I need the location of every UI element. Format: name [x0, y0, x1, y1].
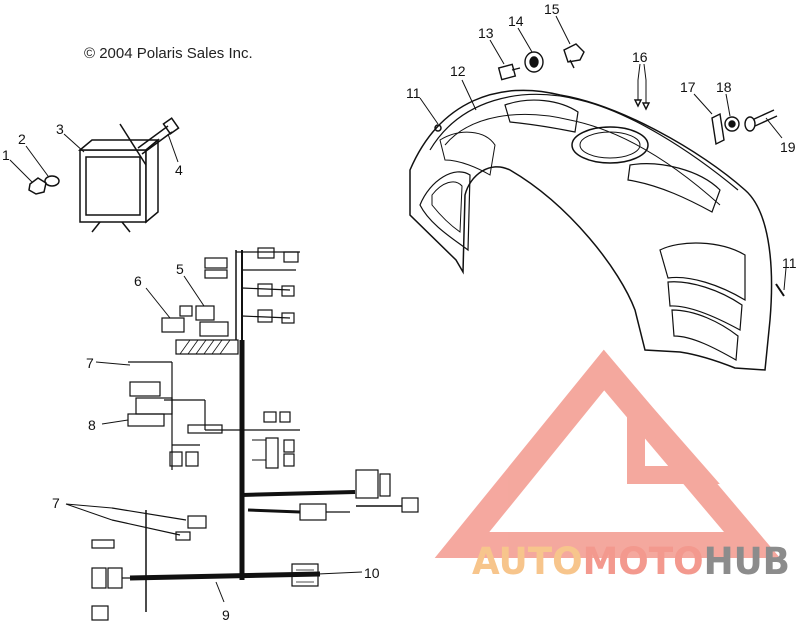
small-parts	[497, 43, 778, 146]
callout-14: 14	[508, 13, 524, 29]
callout-8: 8	[88, 417, 96, 433]
callout-17: 17	[680, 79, 696, 95]
callout-11-left: 11	[406, 85, 421, 101]
callout-6: 6	[134, 273, 142, 289]
callout-13: 13	[478, 25, 494, 41]
callout-4: 4	[175, 162, 183, 178]
nut-1	[28, 177, 47, 195]
callout-7-upper: 7	[86, 355, 94, 371]
clip-16a	[633, 99, 643, 108]
switch-17	[711, 112, 725, 146]
connector-6	[161, 317, 185, 333]
bolt-19	[744, 109, 778, 132]
washer-2	[44, 175, 60, 187]
logo-triangle-outer	[434, 349, 781, 558]
clip-16b	[641, 102, 651, 111]
watermark-part-hub: HUB	[704, 540, 790, 583]
svg-text:AUTOMOTOHUB: AUTOMOTOHUB	[472, 540, 790, 583]
watermark-logo	[434, 349, 781, 558]
copyright-notice: © 2004 Polaris Sales Inc.	[84, 45, 253, 62]
bolt-4	[137, 117, 180, 155]
callout-11-right: 11	[782, 255, 797, 271]
wire-harness	[91, 247, 419, 621]
screw-11-right	[775, 283, 785, 297]
dash-outline	[409, 89, 773, 371]
callout-15: 15	[544, 1, 560, 17]
callout-7-lower: 7	[52, 495, 60, 511]
key-13	[497, 63, 517, 81]
watermark-part-auto: AUTO	[472, 540, 583, 583]
logo-triangle-inner	[627, 378, 720, 484]
callout-1: 1	[2, 147, 10, 163]
screw-11-left	[434, 124, 442, 132]
callout-2: 2	[18, 131, 26, 147]
callout-10: 10	[364, 565, 380, 581]
watermark-part-moto: MOTO	[583, 540, 704, 583]
callout-18: 18	[716, 79, 732, 95]
leader-lines	[9, 15, 787, 603]
connector-8	[127, 413, 165, 427]
knob-15	[563, 43, 585, 63]
regulator-assembly	[28, 117, 180, 233]
callout-3: 3	[56, 121, 64, 137]
connector-10	[291, 563, 319, 587]
connector-5	[195, 305, 215, 321]
callout-5: 5	[176, 261, 184, 277]
regulator-body	[79, 149, 147, 223]
watermark-text: AUTOMOTOHUB	[472, 540, 790, 583]
callout-12: 12	[450, 63, 466, 79]
callout-9: 9	[222, 607, 230, 623]
callout-19: 19	[780, 139, 796, 155]
dash-panel	[409, 89, 785, 371]
callout-16: 16	[632, 49, 648, 65]
